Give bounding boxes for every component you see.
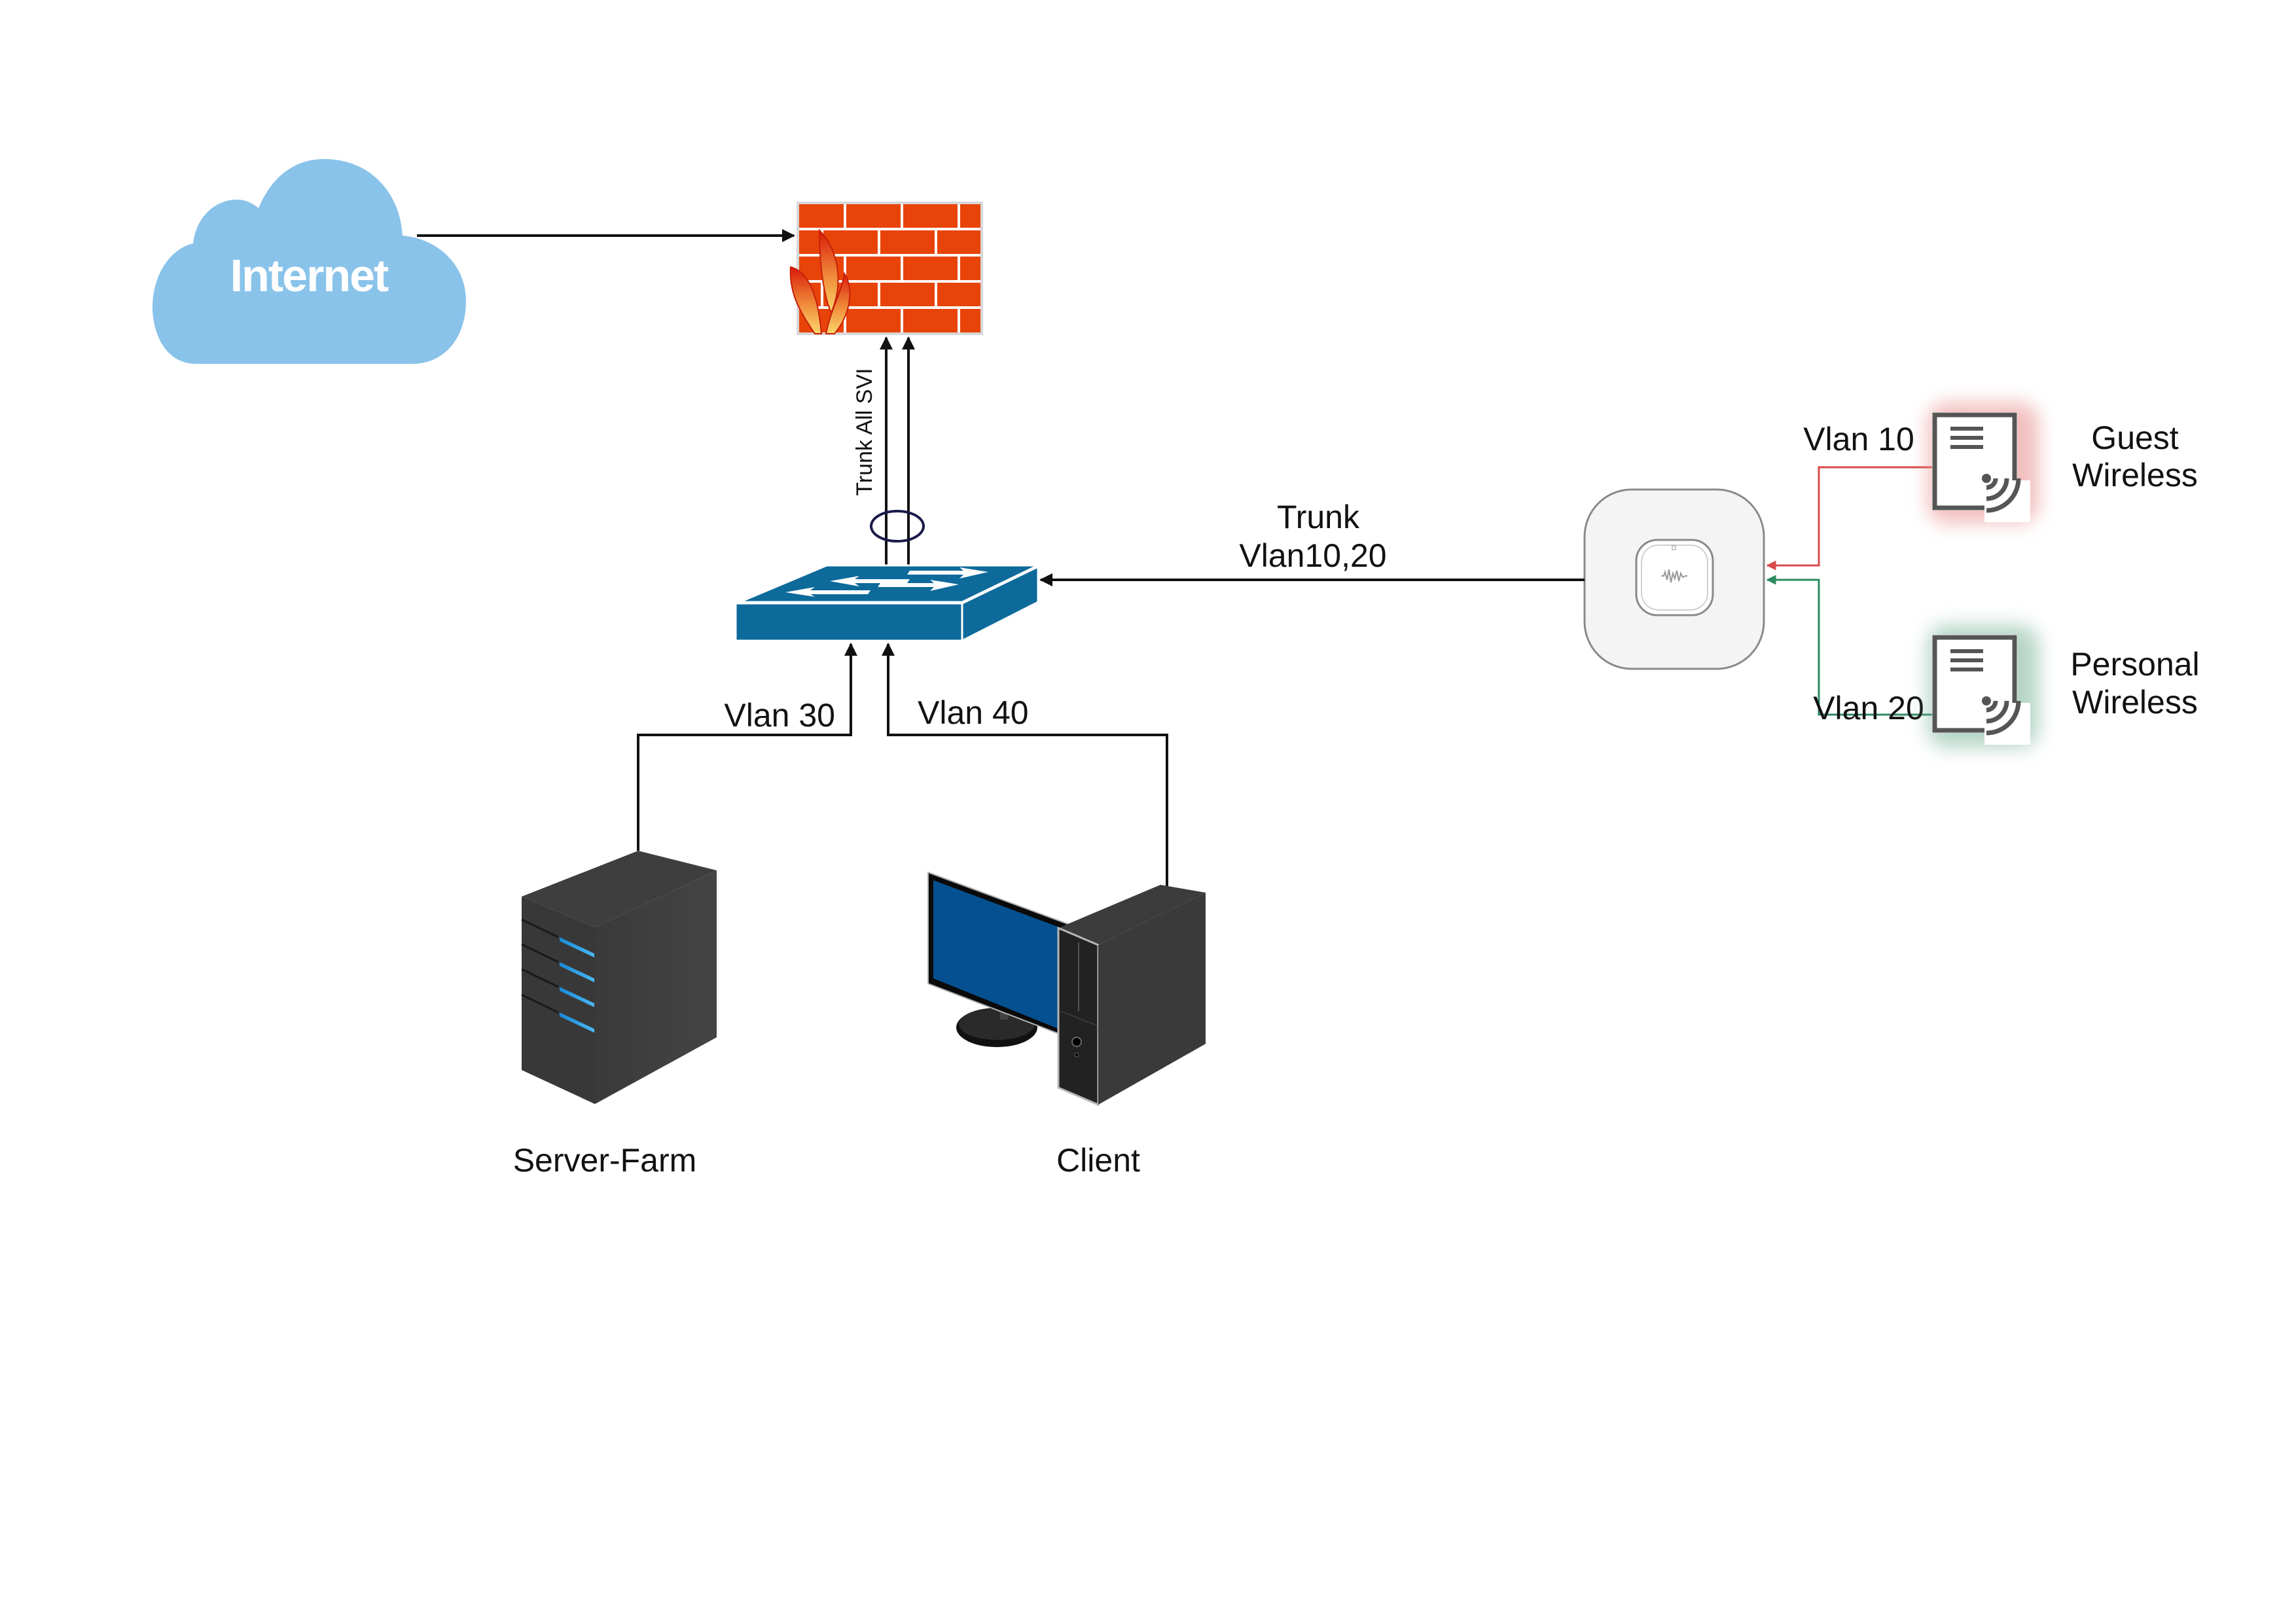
vlan20-label: Vlan 20 (1813, 690, 1924, 726)
personal-wireless-node[interactable]: Personal Wireless (1928, 625, 2200, 748)
client[interactable]: Client (927, 871, 1206, 1179)
workstation-icon (927, 871, 1206, 1107)
port-channel-bundle (870, 510, 925, 543)
switch[interactable] (734, 564, 1039, 643)
guest-wireless-label-line1: Guest (2091, 419, 2179, 456)
trunk-all-svi-label: Trunk All SVI (852, 368, 877, 495)
firewall-icon (789, 202, 983, 335)
personal-wireless-label-line1: Personal (2070, 646, 2199, 683)
guest-wireless-label-line2: Wireless (2072, 457, 2198, 493)
link-personal-ap (1766, 575, 1932, 716)
server-icon (521, 851, 717, 1104)
wireless-device-icon (1932, 635, 2030, 745)
link-client-switch (882, 643, 1168, 888)
flame-icon (789, 228, 851, 334)
vlan10-label: Vlan 10 (1803, 421, 1914, 457)
link-guest-ap (1766, 466, 1932, 571)
internet-cloud[interactable]: Internet (152, 159, 466, 364)
vlan40-label: Vlan 40 (918, 694, 1029, 731)
trunk-label: Trunk (1277, 499, 1360, 535)
guest-wireless-node[interactable]: Guest Wireless (1928, 402, 2198, 524)
access-point[interactable] (1583, 488, 1765, 670)
access-point-icon (1583, 488, 1765, 670)
link-server-switch (637, 643, 857, 851)
firewall[interactable] (789, 202, 983, 335)
server-farm[interactable]: Server-Farm (513, 851, 717, 1179)
personal-wireless-label-line2: Wireless (2072, 684, 2198, 721)
server-farm-label: Server-Farm (513, 1142, 697, 1179)
trunk-vlans-label: Vlan10,20 (1239, 537, 1386, 574)
switch-icon (734, 564, 1039, 643)
vlan30-label: Vlan 30 (724, 697, 835, 734)
cloud-icon (152, 159, 466, 364)
internet-label: Internet (230, 250, 389, 301)
client-label: Client (1056, 1142, 1140, 1179)
wireless-device-icon (1932, 412, 2030, 522)
